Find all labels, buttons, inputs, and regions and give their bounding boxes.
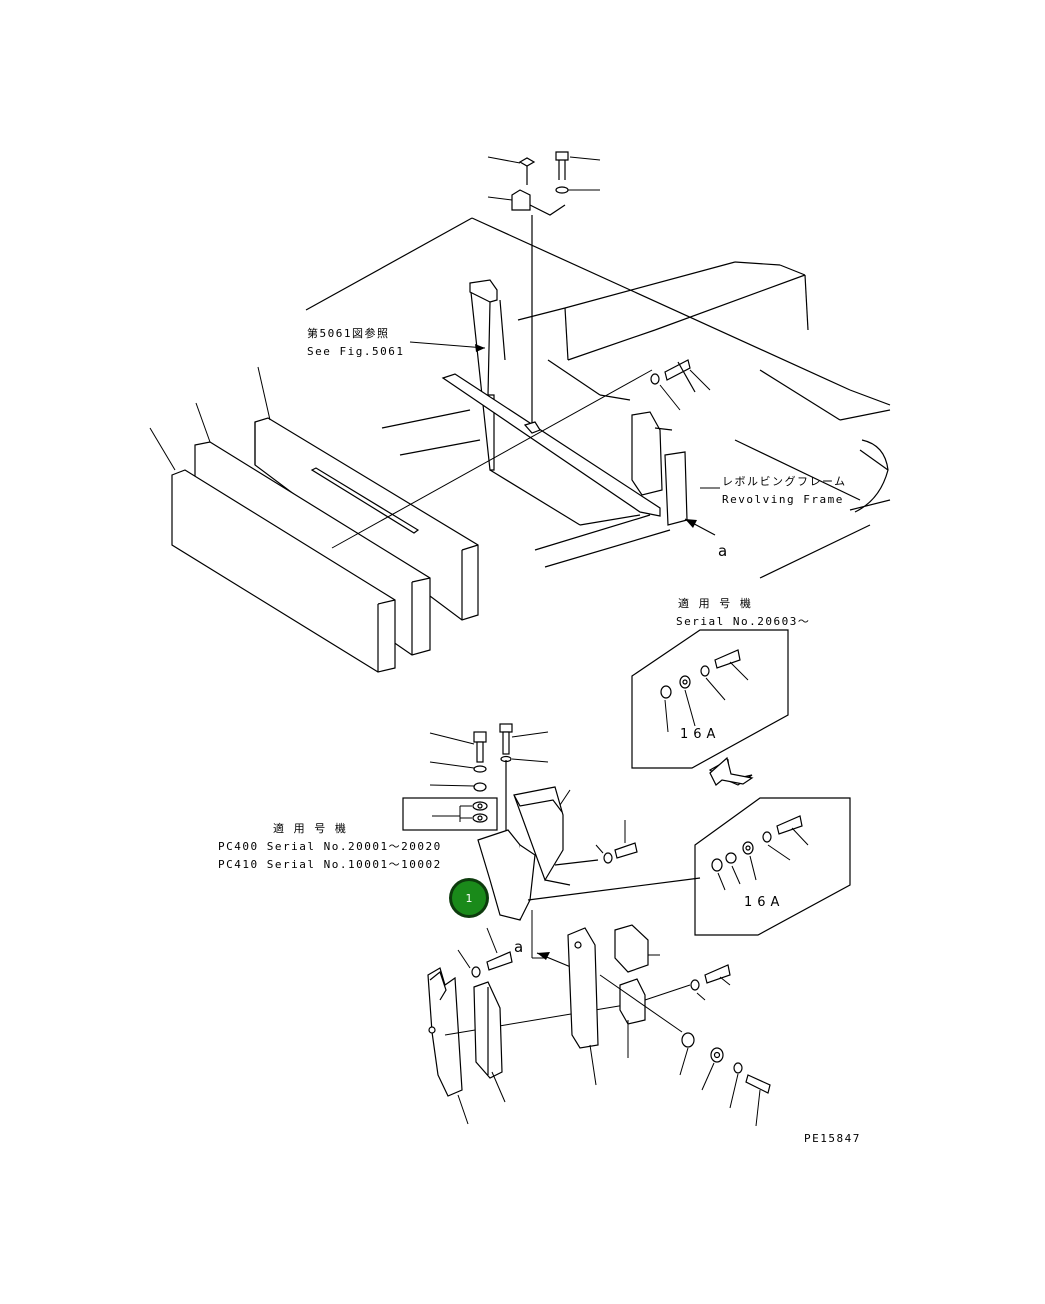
lower-bolts xyxy=(457,927,771,1127)
counterweight-plate-front xyxy=(171,469,396,673)
lower-cover-plate xyxy=(427,967,626,1125)
view-a-lower-label: a xyxy=(514,938,523,956)
lower-stay-fasteners xyxy=(429,723,549,792)
applicability-left: 適 用 号 機 PC400 Serial No.20001～20020 PC41… xyxy=(218,821,442,871)
lower-pads xyxy=(614,924,691,1058)
view-a-upper: a xyxy=(684,518,727,560)
callout-marker-label[interactable]: 1 xyxy=(466,892,473,905)
detail-box-upper: 16A xyxy=(631,629,789,769)
see-fig-jp: 第5061図参照 xyxy=(307,326,390,340)
figure-code: PE15847 xyxy=(804,1132,861,1145)
lower-channel xyxy=(567,927,599,1086)
see-fig-en: See Fig.5061 xyxy=(307,345,404,358)
applicability-left-title: 適 用 号 機 xyxy=(273,821,347,835)
washer-detail-box xyxy=(402,797,498,831)
detail-box-lower: 16A xyxy=(694,797,851,936)
applicability-left-line1: PC400 Serial No.20001～20020 xyxy=(218,840,442,853)
detail-box-lower-size: 16A xyxy=(744,895,784,910)
revolving-frame xyxy=(305,217,891,579)
applicability-right-title: 適 用 号 機 xyxy=(678,596,752,610)
applicability-right: 適 用 号 機 Serial No.20603～ xyxy=(676,596,810,628)
applicability-left-line2: PC410 Serial No.10001～10002 xyxy=(218,858,442,871)
mounting-angle xyxy=(631,411,688,526)
lower-block xyxy=(473,981,506,1103)
revolving-frame-en: Revolving Frame xyxy=(722,493,844,506)
lower-stay-bracket xyxy=(477,760,701,959)
callout-marker[interactable]: 1 xyxy=(449,878,489,918)
applicability-right-serial: Serial No.20603～ xyxy=(676,615,810,628)
view-a-upper-label: a xyxy=(718,542,727,560)
see-fig-callout: 第5061図参照 See Fig.5061 xyxy=(307,326,486,358)
revolving-frame-jp: レボルビングフレーム xyxy=(722,474,847,488)
block-arrow xyxy=(709,756,754,786)
upper-fasteners xyxy=(149,151,711,471)
detail-box-upper-size: 16A xyxy=(680,727,720,742)
callout-marker-disc[interactable] xyxy=(452,881,486,915)
counterweight-plate-rear xyxy=(254,417,479,621)
bracket-stay xyxy=(441,215,661,517)
revolving-frame-callout: レボルビングフレーム Revolving Frame xyxy=(700,474,847,506)
